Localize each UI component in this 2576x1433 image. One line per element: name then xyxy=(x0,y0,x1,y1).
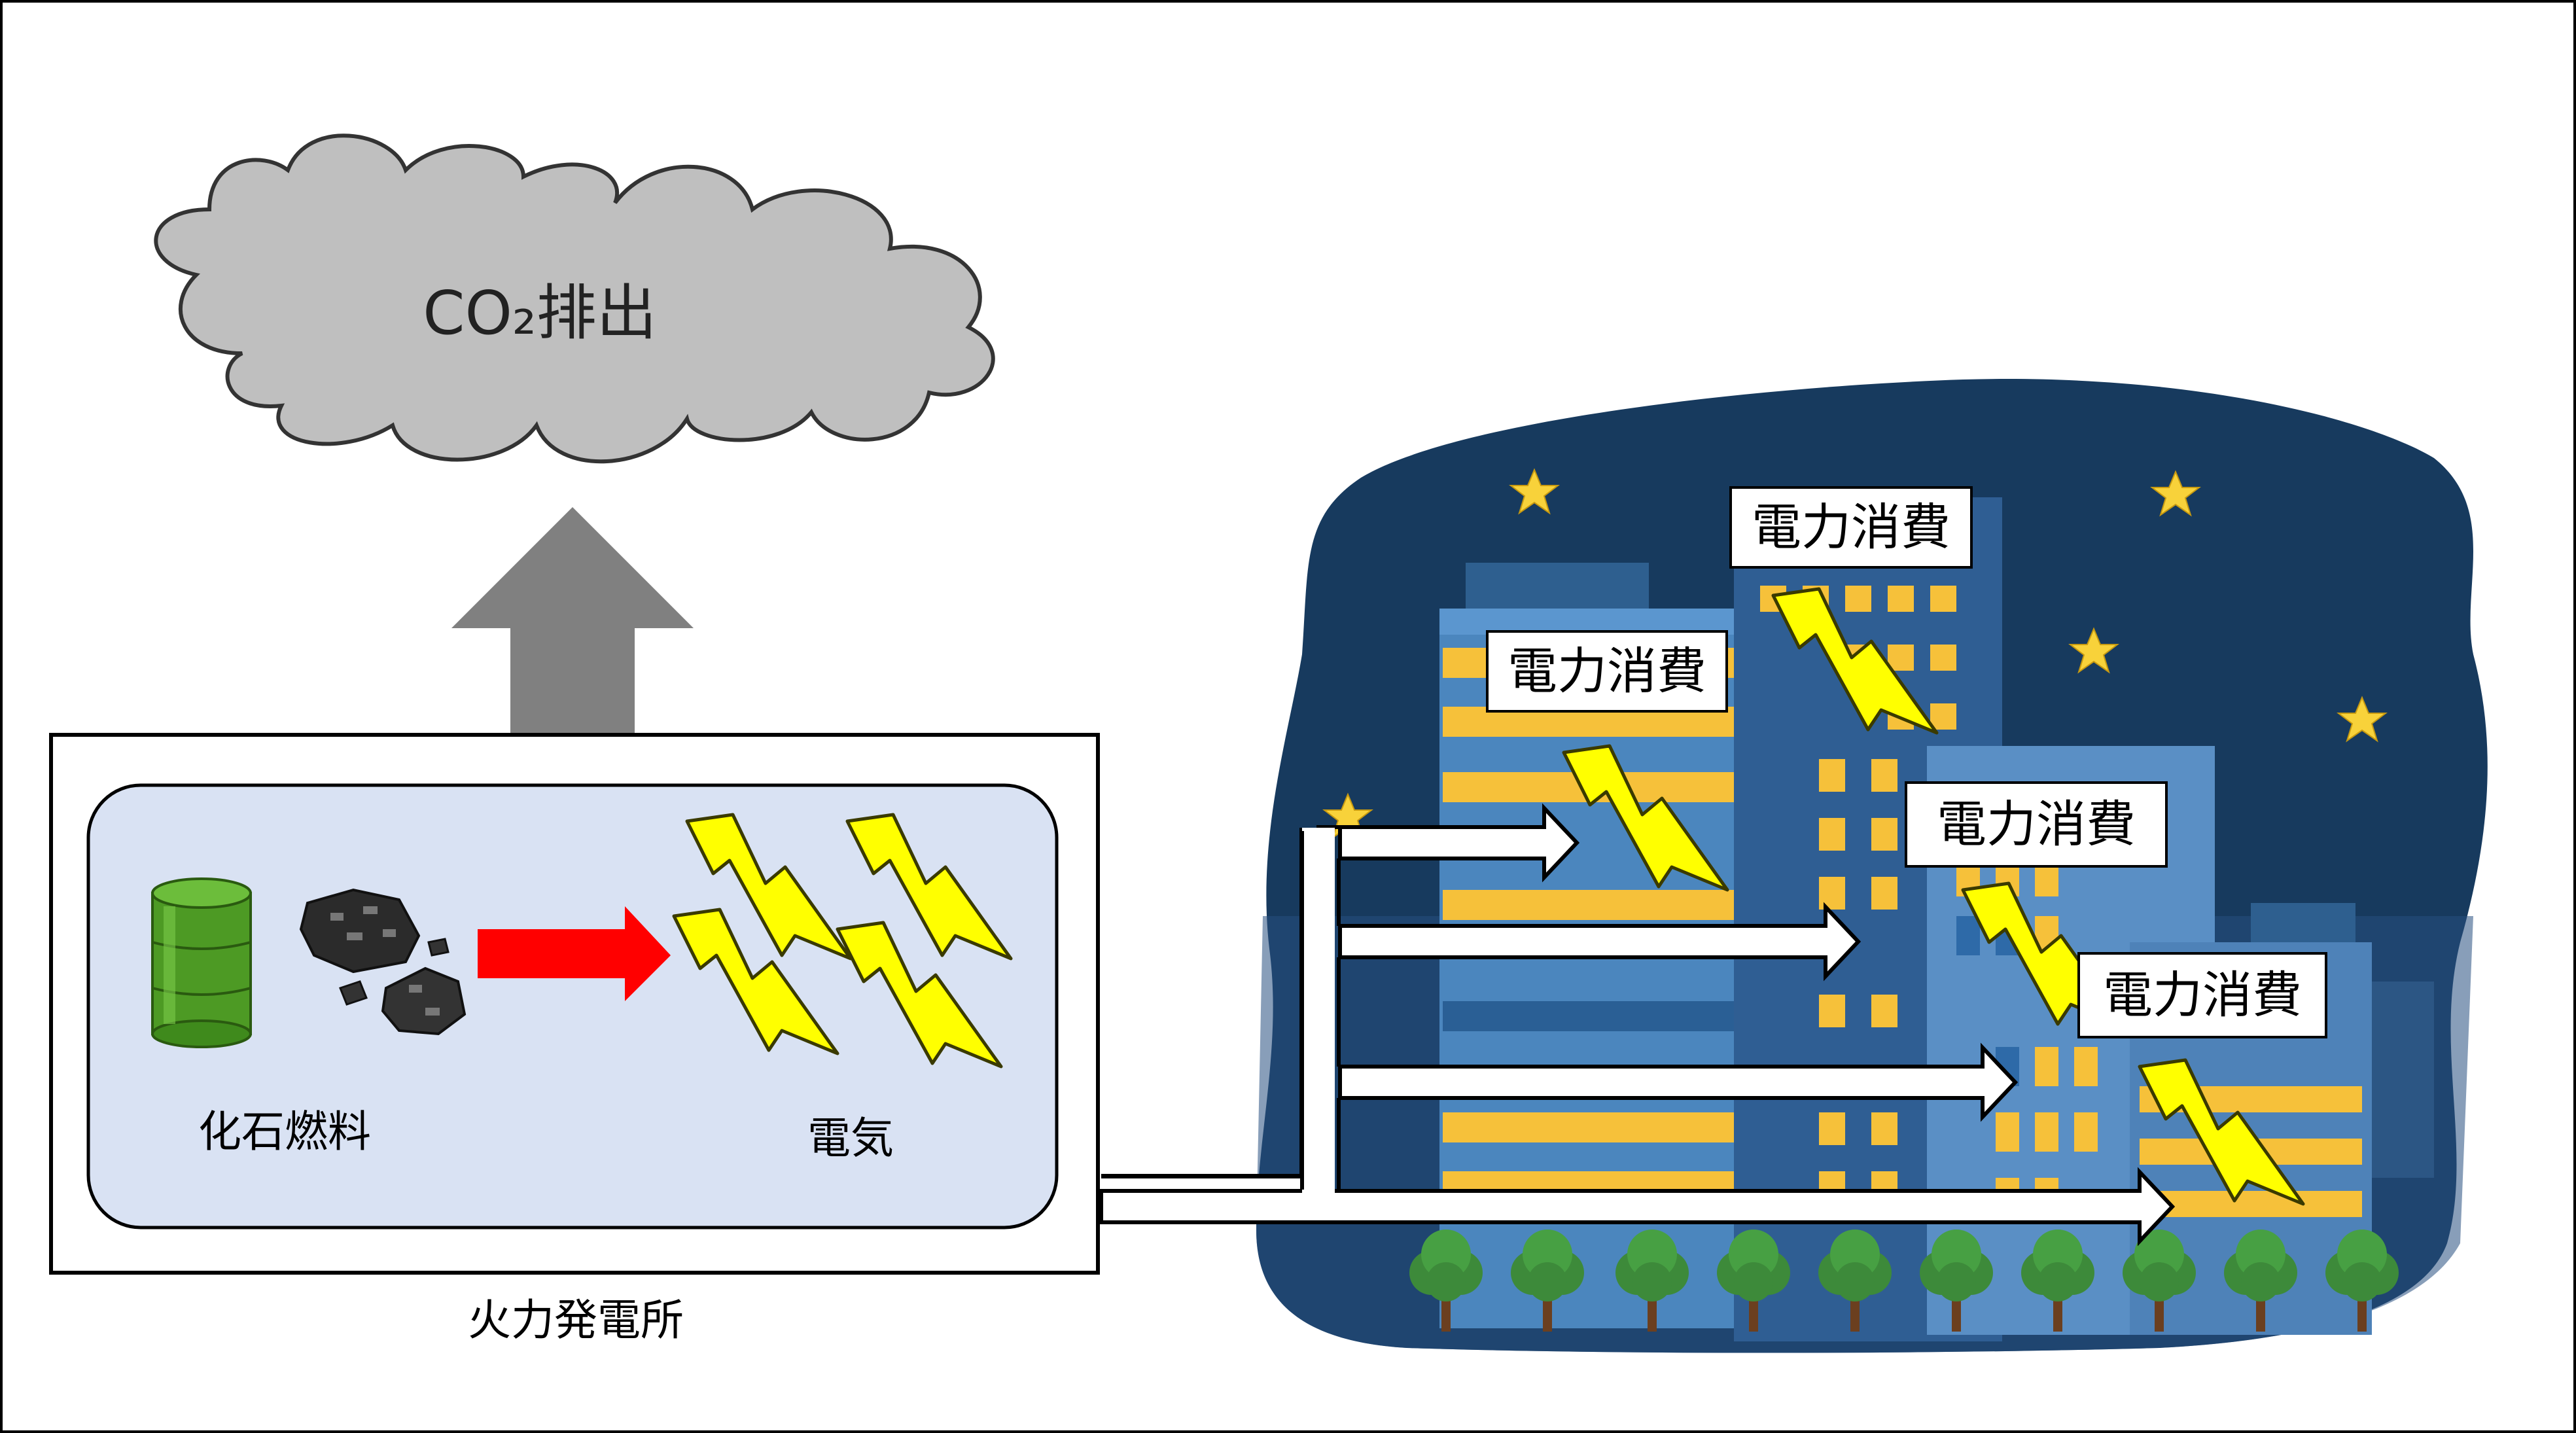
power-plant-label: 火力発電所 xyxy=(468,1295,684,1345)
co2-cloud: CO₂排出 xyxy=(154,133,995,464)
power-plant: 化石燃料 電気 火力発電所 xyxy=(49,733,1100,1345)
electricity-label: 電気 xyxy=(807,1113,894,1163)
distribution-arrows xyxy=(1099,803,2176,1247)
svg-text:電力消費: 電力消費 xyxy=(1937,795,2136,853)
svg-text:電力消費: 電力消費 xyxy=(1752,498,1950,556)
arrow-building-1 xyxy=(1316,803,1580,883)
svg-text:電力消費: 電力消費 xyxy=(2103,966,2302,1024)
arrow-building-3 xyxy=(1338,1042,2019,1122)
consumption-label-1: 電力消費 xyxy=(1729,486,1973,569)
arrow-building-4 xyxy=(1099,1167,2176,1247)
cloud-label: CO₂排出 xyxy=(423,278,657,348)
fuel-label: 化石燃料 xyxy=(198,1106,371,1157)
svg-text:電力消費: 電力消費 xyxy=(1508,642,1706,700)
coal-icon xyxy=(299,888,467,1036)
cloud-shape xyxy=(154,133,995,464)
conversion-arrow xyxy=(478,906,671,1001)
consumption-label-4: 電力消費 xyxy=(2077,952,2327,1038)
emission-arrow xyxy=(451,507,694,785)
oil-drum-icon xyxy=(151,877,252,1048)
arrow-building-2 xyxy=(1338,902,1861,982)
consumption-label-3: 電力消費 xyxy=(1905,781,2168,868)
consumption-label-2: 電力消費 xyxy=(1486,630,1728,713)
